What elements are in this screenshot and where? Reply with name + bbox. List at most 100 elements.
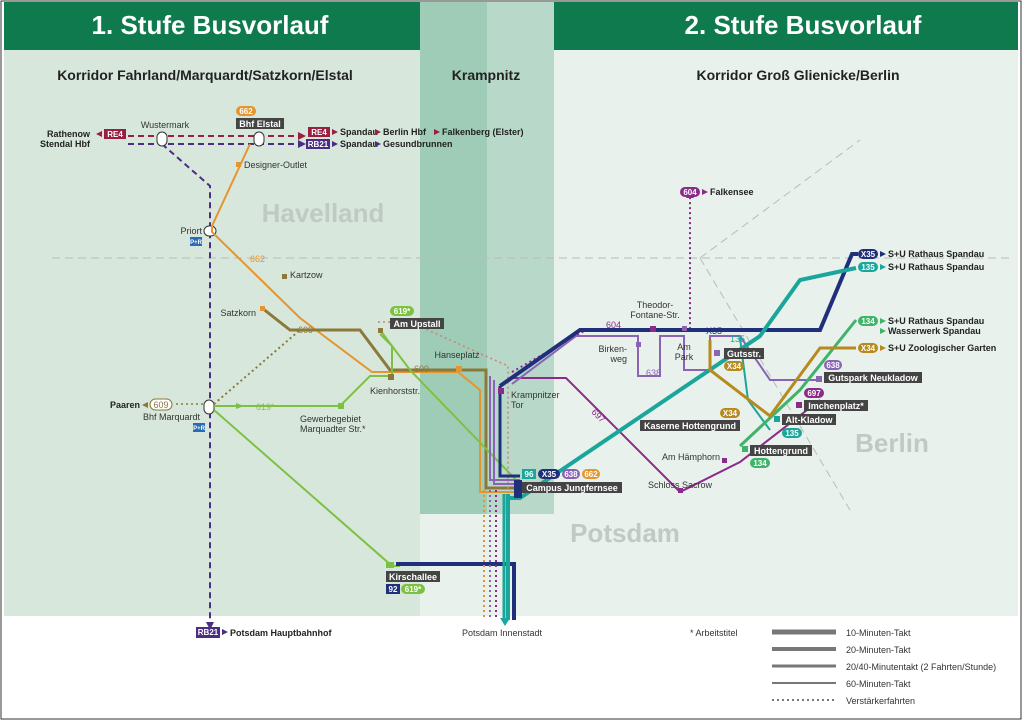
stop-campus [514, 480, 522, 498]
legend-label-10: 10-Minuten-Takt [846, 628, 911, 638]
label-potsdam-hbf: Potsdam Hauptbahnhof [230, 628, 332, 638]
arrow-wasserwerk [880, 328, 886, 334]
label-gewerbe-2: Marquadter Str.* [300, 424, 366, 434]
region-berlin: Berlin [855, 428, 929, 458]
label-krampnitzer-tor-2: Tor [511, 400, 524, 410]
label-gesundbrunnen: Gesundbrunnen [383, 139, 453, 149]
badge-638-gutspark-text: 638 [826, 361, 840, 370]
label-krampnitzer-tor-1: Krampnitzer [511, 390, 560, 400]
stop-upstall [378, 328, 383, 333]
badge-re4-east [308, 127, 330, 137]
bundle-lilac-2 [493, 380, 520, 485]
label-potsdam-innenstadt: Potsdam Innenstadt [462, 628, 543, 638]
box-campus [522, 482, 622, 493]
stop-kartzow [282, 274, 287, 279]
stop-sacrow [678, 488, 683, 493]
label-priort: Priort [180, 226, 202, 236]
badge-x34-gutsstr-text: X34 [727, 362, 742, 371]
arrow-re4-3 [434, 129, 440, 135]
arrow-135 [880, 264, 886, 270]
arrow-x34 [880, 345, 886, 351]
bundle-lilac [489, 376, 520, 481]
corridor-center: Krampnitz [452, 67, 520, 83]
stop-haemphorn [722, 458, 727, 463]
stop-satzkorn [260, 306, 265, 311]
stop-ampark [682, 326, 687, 331]
header-stage2 [554, 2, 1018, 50]
station-marquardt [203, 399, 215, 415]
label-bhf-elstal: Bhf Elstal [239, 119, 281, 129]
badge-135-altkladow [782, 428, 802, 438]
line-604-path [511, 196, 691, 373]
line-134-path [738, 319, 858, 448]
line-609-path [261, 306, 522, 490]
line-re4-rail [128, 132, 306, 140]
arrow-innenstadt [500, 618, 510, 626]
label-gutspark: Gutspark Neukladow [828, 373, 919, 383]
badge-rb21-east [306, 139, 330, 149]
stop-birkenweg [636, 342, 641, 347]
line-638-path [511, 335, 820, 385]
label-theodor-2: Fontane-Str. [630, 310, 680, 320]
legend-label-60: 60-Minuten-Takt [846, 679, 911, 689]
badge-134-east-text: 134 [861, 317, 875, 326]
label-spandau-rb21: Spandau [340, 139, 378, 149]
badge-x34-east-text: X34 [861, 344, 876, 353]
header-stage1 [4, 2, 420, 50]
badge-697-imchen [804, 388, 824, 398]
arrow-potsdam-hbf [222, 629, 228, 635]
legend-area [4, 616, 1018, 718]
label-kienhorststr: Kienhorststr. [370, 386, 420, 396]
label-gewerbe-1: Gewerbegebiet [300, 414, 362, 424]
badge-134-east [858, 316, 878, 326]
box-gutspark [824, 372, 922, 383]
badge-619-upstall-text: 619* [394, 307, 411, 316]
badge-135-east-text: 135 [861, 263, 875, 272]
label-birkenweg-1: Birken- [598, 344, 627, 354]
arrow-rathenow [96, 131, 102, 137]
corridor-west: Korridor Fahrland/Marquardt/Satzkorn/Els… [57, 67, 353, 83]
label-falkensee: Falkensee [710, 187, 754, 197]
label-satzkorn: Satzkorn [220, 308, 256, 318]
label-birkenweg-2: weg [609, 354, 627, 364]
label-alt-kladow: Alt-Kladow [786, 415, 834, 425]
corridor-east: Korridor Groß Glienicke/Berlin [696, 67, 899, 83]
badge-604-falkensee [680, 187, 700, 197]
label-line-135: 135 [730, 334, 745, 344]
arrow-134 [880, 318, 886, 324]
stop-designer-outlet [236, 162, 241, 167]
box-kirschallee [386, 571, 440, 582]
label-spandau-re4: Spandau [340, 127, 378, 137]
district-boundary [699, 257, 851, 511]
label-gutsstr: Gutsstr. [727, 349, 761, 359]
box-elstal [236, 118, 284, 129]
station-wustermark [156, 131, 168, 147]
badge-x34-kaserne-text: X34 [723, 409, 738, 418]
line-662-path [211, 143, 522, 493]
box-hottengrund [750, 445, 812, 456]
badge-96-text: 96 [525, 470, 534, 479]
line-x35-path [498, 252, 858, 388]
badge-604-falkensee-text: 604 [683, 188, 697, 197]
label-rathenow: Rathenow [47, 129, 91, 139]
pr-priort [190, 237, 202, 246]
badge-619-kirsch-text: 619* [405, 585, 422, 594]
badge-re4-west [104, 129, 126, 139]
badge-x34-east [858, 343, 878, 353]
label-designer-outlet: Designer-Outlet [244, 160, 308, 170]
badge-662-elstal-text: 662 [239, 107, 253, 116]
line-619-upstall [379, 329, 521, 485]
label-am-upstall: Am Upstall [393, 319, 440, 329]
badge-96 [522, 469, 536, 479]
badge-rb21-south-text: RB21 [198, 628, 219, 637]
stop-theodor [650, 326, 656, 332]
badge-92 [386, 584, 400, 594]
arrow-rb21-1 [332, 141, 338, 147]
label-line-619: 619* [256, 402, 275, 412]
label-hanseplatz: Hanseplatz [434, 350, 480, 360]
label-line-609b: 609 [414, 364, 429, 374]
legend-label-2040: 20/40-Minutentakt (2 Fahrten/Stunde) [846, 662, 996, 672]
district-boundary [699, 139, 861, 259]
label-line-609: 609 [298, 325, 313, 335]
